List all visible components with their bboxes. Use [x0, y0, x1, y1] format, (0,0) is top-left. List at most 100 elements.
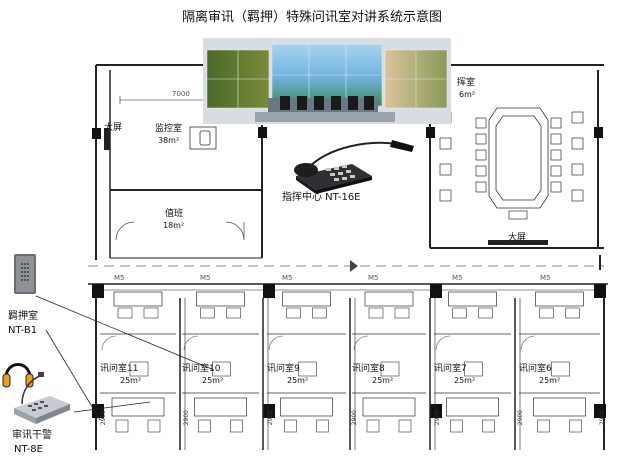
detention-model-label: NT-B1 [8, 325, 38, 336]
interrogation-room-area: 25m² [539, 376, 561, 385]
room-chair [115, 419, 129, 433]
door-mark-m5: M5 [114, 274, 125, 282]
officer-desk [446, 397, 499, 417]
suspect-chair [298, 361, 317, 377]
duty-room-area: 18m² [163, 221, 185, 230]
room-chair [117, 307, 133, 319]
room-chair [230, 419, 243, 433]
diagram-title: 隔离审讯（羁押）特殊问讯室对讲系统示意图 [181, 10, 442, 25]
lower-walls [88, 283, 608, 450]
officer-label: 审讯干警 [12, 430, 52, 441]
interrogation-room-name: 讯问室10 [182, 364, 221, 374]
dimension-2900: 2900 [100, 410, 107, 426]
room-desk [448, 291, 497, 307]
command-room-name: 挥室 [457, 78, 476, 88]
suspect-chair [129, 361, 149, 377]
room-chair [450, 419, 463, 433]
door-swing [101, 335, 117, 351]
door-swing [520, 335, 536, 351]
dimension-7000: 7000 [172, 90, 190, 98]
interrogation-room-name: 讯问室9 [267, 364, 300, 374]
officer-console-device [14, 372, 70, 424]
room-chair [284, 419, 297, 433]
officer-model-label: NT-8E [14, 444, 43, 455]
room-chair [147, 419, 161, 433]
door-mark-m5: M5 [368, 274, 379, 282]
interrogation-room-name: 讯问室6 [519, 364, 552, 374]
door-mark-m5: M5 [452, 274, 463, 282]
room-chair [312, 307, 327, 319]
room-desk [196, 291, 245, 307]
room-chair [198, 419, 211, 433]
interrogation-room-name: 讯问室7 [434, 364, 467, 374]
interrogation-room-area: 25m² [120, 376, 142, 385]
room-desk [364, 291, 414, 307]
room-chair [482, 419, 495, 433]
video-wall [203, 38, 451, 124]
door-mark-m5: M5 [282, 274, 293, 282]
dimension-2900: 2900 [599, 410, 606, 426]
door-swing [435, 335, 451, 351]
bottom-screen [488, 240, 548, 245]
room-chair [226, 307, 241, 319]
officer-desk [533, 397, 586, 417]
officer-desk [280, 397, 333, 417]
detention-room-label: 羁押室 [8, 311, 38, 322]
conference-chairs [439, 111, 584, 220]
interrogation-room-name: 讯问室11 [100, 364, 139, 374]
room-desk [282, 291, 331, 307]
monitor-room-area: 38m² [158, 136, 180, 145]
pillars-upper [92, 127, 603, 139]
monitor-desk [189, 126, 217, 150]
room-chair [398, 419, 412, 433]
room-chair [537, 419, 550, 433]
suspect-chair [380, 361, 400, 377]
dimension-2900: 2900 [517, 410, 524, 426]
left-screen [104, 128, 110, 150]
dimension-2900: 2900 [267, 410, 274, 426]
room-chair [569, 419, 582, 433]
door-mark-m5: M5 [200, 274, 211, 282]
pillars-lower [92, 284, 606, 418]
bottom-screen-label: 大屏 [508, 233, 527, 243]
dimension-2900: 2900 [351, 410, 358, 426]
interrogation-room-area: 25m² [454, 376, 476, 385]
command-center-label: 指挥中心 NT-16E [282, 192, 361, 203]
interrogation-room-area: 25m² [202, 376, 224, 385]
wall-speaker-device [14, 254, 36, 294]
room-chair [316, 419, 329, 433]
connection-lines [35, 295, 215, 421]
left-screen-label: 大屏 [104, 123, 123, 133]
room-chair [478, 307, 493, 319]
room-chair [539, 307, 554, 319]
officer-desk [194, 397, 247, 417]
interrogation-room-area: 25m² [372, 376, 394, 385]
command-console-device [294, 140, 414, 194]
room-chair [200, 307, 215, 319]
officer-desk [111, 397, 165, 417]
conference-table [488, 107, 549, 209]
suspect-chair [464, 361, 483, 377]
interrogation-room-name: 讯问室8 [352, 364, 385, 374]
room-desk [535, 291, 584, 307]
command-room-area: 6m² [459, 90, 476, 99]
officer-desk [362, 397, 416, 417]
room-chair [286, 307, 301, 319]
room-chair [366, 419, 380, 433]
door-mark-m5: M5 [540, 274, 551, 282]
door-swing [353, 335, 369, 351]
headset-device [2, 363, 34, 388]
room-desk [113, 291, 163, 307]
door-swing [183, 335, 199, 351]
corridor [88, 255, 604, 272]
room-chair [368, 307, 384, 319]
duty-room-name: 值班 [165, 209, 184, 219]
dimension-2900: 2900 [183, 410, 190, 426]
room-chair [565, 307, 580, 319]
room-partitions [100, 291, 600, 450]
dimension-2900: 2900 [434, 410, 441, 426]
room-chair [143, 307, 159, 319]
interrogation-room-area: 25m² [287, 376, 309, 385]
